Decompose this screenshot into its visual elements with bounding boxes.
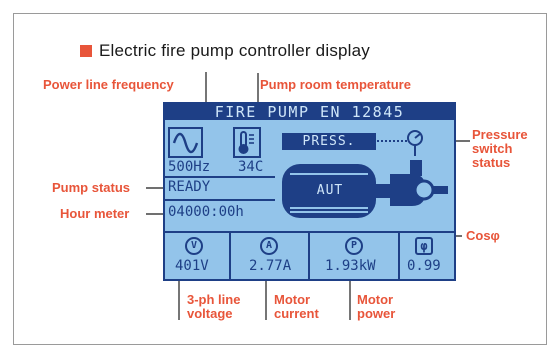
title-text: Electric fire pump controller display [99, 41, 370, 60]
current-icon: A [260, 237, 278, 255]
lcd-header-text: FIRE PUMP EN 12845 [214, 103, 405, 121]
label-pressure-line-3: status [472, 155, 511, 170]
status-divider-mid [165, 199, 275, 201]
label-current-line-1: Motor [274, 292, 311, 307]
status-divider-top [165, 176, 275, 178]
label-motor-current: Motor current [274, 293, 319, 321]
title-marker [80, 45, 92, 57]
bottom-divider-3 [398, 231, 400, 281]
lcd-display: FIRE PUMP EN 12845 500Hz 34C READY 04000… [163, 102, 456, 281]
sine-wave-icon [168, 127, 203, 158]
voltage-value: 401V [175, 258, 209, 274]
label-cosphi: Cosφ [466, 228, 500, 243]
hour-meter-value: 04000:00h [168, 204, 244, 220]
label-motor-power: Motor power [357, 293, 395, 321]
label-pressure-line-2: switch [472, 141, 513, 156]
label-power-line-frequency: Power line frequency [43, 77, 174, 92]
thermometer-icon [233, 127, 261, 158]
mode-indicator: AUT [304, 181, 356, 201]
power-value: 1.93kW [325, 258, 376, 274]
cosphi-icon: φ [415, 237, 433, 255]
bottom-divider-2 [308, 231, 310, 281]
label-power-line-2: power [357, 306, 396, 321]
label-pressure-line-1: Pressure [472, 127, 528, 142]
cosphi-value: 0.99 [407, 258, 441, 274]
current-value: 2.77A [249, 258, 292, 274]
pressure-status-label: PRESS. [282, 133, 376, 150]
label-voltage-line-1: 3-ph line [187, 292, 241, 307]
lcd-header: FIRE PUMP EN 12845 [165, 103, 454, 121]
figure-title: Electric fire pump controller display [80, 41, 370, 61]
label-current-line-2: current [274, 306, 319, 321]
bottom-divider-1 [229, 231, 231, 281]
pressure-switch-icon [377, 130, 423, 156]
label-hour-meter: Hour meter [60, 206, 130, 221]
power-icon: P [345, 237, 363, 255]
label-power-line-1: Motor [357, 292, 394, 307]
voltage-icon: V [185, 237, 203, 255]
temperature-value: 34C [238, 159, 264, 175]
frequency-value: 500Hz [168, 159, 211, 175]
label-pump-room-temperature: Pump room temperature [260, 77, 411, 92]
pump-status-value: READY [168, 179, 211, 195]
label-pressure-switch-status: Pressure switch status [472, 128, 528, 170]
label-pump-status: Pump status [52, 180, 131, 195]
label-voltage-line-2: voltage [187, 306, 233, 321]
label-line-voltage: 3-ph line voltage [187, 293, 240, 321]
